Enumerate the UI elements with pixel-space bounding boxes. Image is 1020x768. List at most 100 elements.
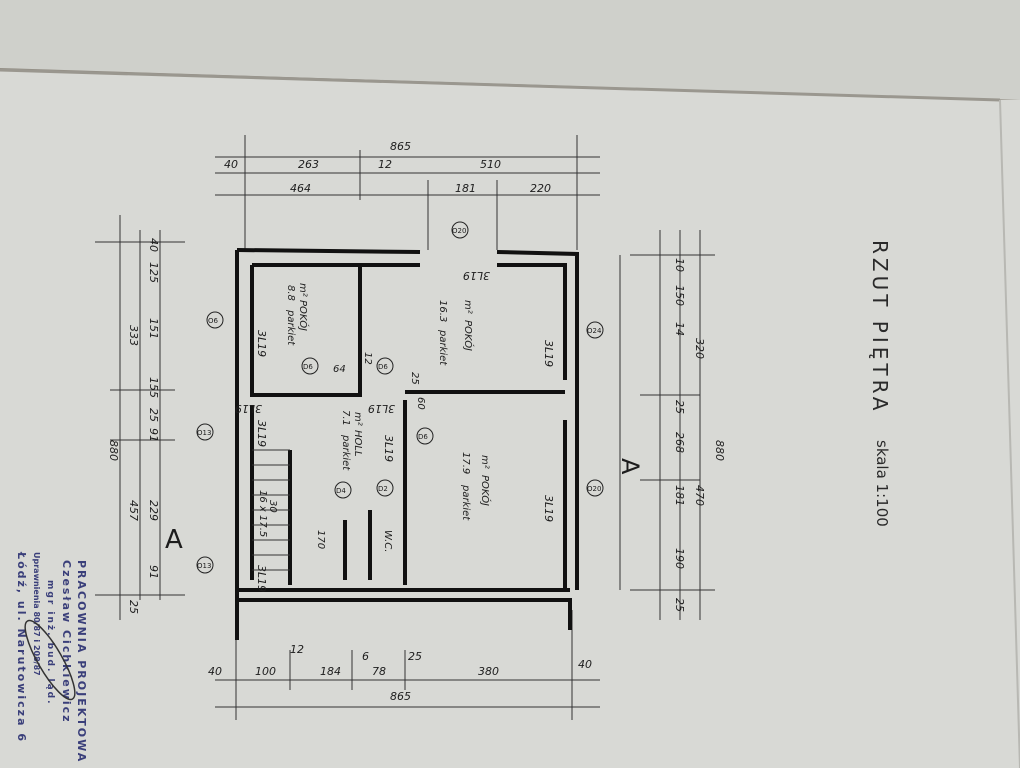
mark-text: O13 <box>197 562 211 570</box>
wall-mark: 3L19 <box>368 402 395 415</box>
room-area: 7.1 <box>340 410 351 426</box>
room-unit: m² <box>479 455 490 469</box>
dim-text: 320 <box>693 338 706 359</box>
section-marker-right: A <box>616 458 644 475</box>
mark-text: D4 <box>336 487 346 495</box>
mark-circle: D4 <box>334 481 352 499</box>
room-wc: W.C. <box>382 530 393 552</box>
dim-text: 865 <box>390 690 411 703</box>
dim-text: 181 <box>455 182 476 195</box>
dim-text: 10 <box>673 258 686 272</box>
room-pokoj-large: POKÓJ 17.9 m² parkiet <box>460 452 492 521</box>
mark-text: D2 <box>378 485 388 493</box>
mark-text: O6 <box>208 317 219 325</box>
stairs-tread-label: 30 <box>267 500 278 513</box>
dim-text: 78 <box>372 665 386 678</box>
dim-text: 40 <box>147 238 160 252</box>
stamp-line: Łódź, ul. Narutowicza 6 <box>15 551 28 743</box>
room-name: POKÓJ <box>462 320 475 351</box>
wall-mark: 3L19 <box>255 565 268 592</box>
room-pokoj-small: POKÓJ 8.8 m² parkiet <box>285 283 310 346</box>
dim-text: 151 <box>147 318 160 339</box>
dim-text: 155 <box>147 377 160 398</box>
wall-mark: 3L19 <box>382 435 395 462</box>
dim-text: 333 <box>127 325 140 346</box>
dim-text: 470 <box>693 485 706 506</box>
title-text: RZUT PIĘTRA <box>868 240 892 414</box>
dim-text: 457 <box>127 500 140 521</box>
mark-circle: O20 <box>451 221 469 239</box>
wall-mark: 3L19 <box>255 420 268 447</box>
dim-text: 125 <box>147 262 160 283</box>
dim-text: 12 <box>290 643 304 656</box>
mark-circle: D2 <box>376 479 394 497</box>
room-floor: parkiet <box>460 484 471 521</box>
room-name: POKÓJ <box>297 300 310 331</box>
wall-mark: 3L19 <box>542 340 555 367</box>
dim-text: 40 <box>224 158 238 171</box>
room-area: 17.9 <box>460 452 471 474</box>
room-name: HOLL <box>352 430 363 457</box>
dim-170: 170 <box>315 530 326 549</box>
mark-circle: O6 <box>206 311 224 329</box>
dim-text: 100 <box>255 665 276 678</box>
mark-text: D6 <box>303 363 313 371</box>
mark-circle: O13 <box>196 556 214 574</box>
top-dimensions: 865 40 263 12 510 464 181 220 <box>224 140 551 195</box>
mark-text: O20 <box>587 485 601 493</box>
dim-text: 220 <box>530 182 551 195</box>
dim-text: 184 <box>320 665 341 678</box>
wall-mark: 3L19 <box>542 495 555 522</box>
dim-text: 268 <box>673 432 686 453</box>
dim-text: 6 <box>362 650 369 663</box>
stamp-line: Czesław Cichkiewicz <box>60 560 73 724</box>
dim-64: 64 <box>333 364 346 375</box>
dim-12: 12 <box>362 352 373 365</box>
dim-text: 12 <box>378 158 392 171</box>
mark-circle: D6 <box>376 357 394 375</box>
bottom-dimensions: 40 100 12 184 6 78 25 380 40 865 <box>208 643 592 703</box>
designer-stamp: PRACOWNIA PROJEKTOWA Czesław Cichkiewicz… <box>15 551 88 763</box>
dim-text: 229 <box>147 500 160 521</box>
stamp-line: PRACOWNIA PROJEKTOWA <box>75 560 88 763</box>
stairs-label: 16 x 17.5 <box>257 490 268 537</box>
wall-mark: 3L19 <box>255 330 268 357</box>
dimension-lines <box>95 135 715 720</box>
mark-circle: D6 <box>416 427 434 445</box>
scale-text: skala 1:100 <box>873 440 891 527</box>
section-marker-left: A <box>165 525 183 555</box>
mark-circle: O24 <box>586 321 604 339</box>
dim-text: 380 <box>478 665 499 678</box>
signature-mark <box>24 619 76 701</box>
room-floor: parkiet <box>437 329 448 366</box>
dim-text: 880 <box>713 440 726 461</box>
stairs <box>252 449 290 571</box>
page-behind <box>0 0 1020 100</box>
mark-text: O20 <box>452 227 466 235</box>
room-name: POKÓJ <box>479 475 492 506</box>
room-unit: m² <box>352 412 363 426</box>
room-floor: parkiet <box>285 309 296 346</box>
room-floor: parkiet <box>340 434 351 471</box>
room-holl: HOLL 7.1 m² parkiet <box>340 410 363 471</box>
dim-text: 865 <box>390 140 411 153</box>
mark-circle: O20 <box>586 479 604 497</box>
dim-text: 91 <box>147 565 160 579</box>
dim-text: 181 <box>673 485 686 506</box>
dim-text: 14 <box>673 322 686 336</box>
stamp-line: Uprawnienia 80/87 i 208/87 <box>32 552 41 676</box>
paper-sheet <box>0 70 1020 768</box>
stamp-line: mgr inż. bud. ląd. <box>45 580 55 706</box>
dim-60: 60 <box>415 397 426 410</box>
mark-text: D6 <box>418 433 428 441</box>
wall-marks: 3L19 3L19 3L19 3L19 3L19 3L19 3L19 3L19 … <box>235 269 555 592</box>
dim-text: 25 <box>147 408 160 422</box>
left-dimensions: 125 40 151 333 155 25 91 457 229 91 25 8… <box>107 238 160 614</box>
dim-text: 25 <box>673 598 686 612</box>
room-area: 16.3 <box>437 300 448 322</box>
dim-25: 25 <box>409 372 420 385</box>
dim-text: 40 <box>578 658 592 671</box>
dim-text: 510 <box>480 158 501 171</box>
dim-text: 263 <box>298 158 319 171</box>
